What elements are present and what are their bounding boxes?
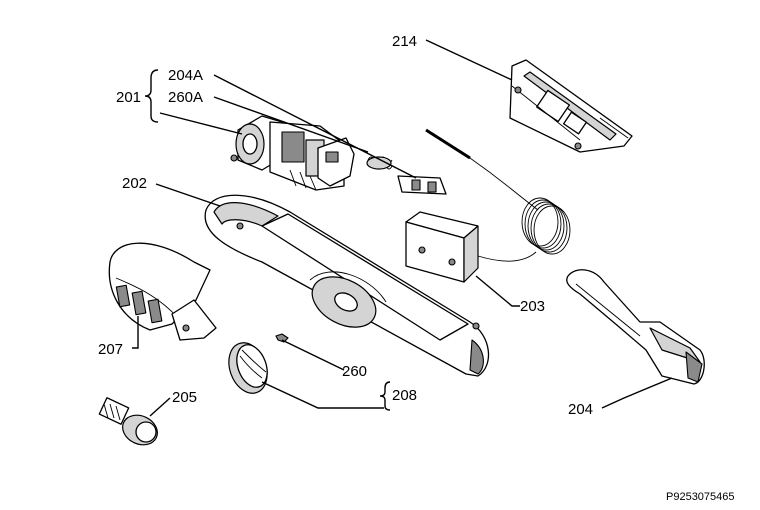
callout-labels: 214 204A 260A 201 202 203 207 260 208 20… <box>98 33 735 503</box>
part-214-mounting-plate <box>509 59 633 153</box>
label-202: 202 <box>122 175 147 192</box>
drawing-code: P9253075465 <box>666 491 735 503</box>
label-201: 201 <box>116 89 141 106</box>
label-260a: 260A <box>168 89 203 106</box>
part-260-clip <box>275 333 289 343</box>
part-201-switch-assembly <box>230 115 355 191</box>
capillary-coil <box>521 197 571 255</box>
part-203-thermostat <box>405 128 571 283</box>
part-205-lamp-bulb <box>98 397 158 446</box>
label-203: 203 <box>520 298 545 315</box>
label-204a: 204A <box>168 67 203 84</box>
part-260a-spring <box>366 156 393 170</box>
part-208-knob <box>228 342 268 394</box>
part-207-lamp-cover <box>108 242 217 341</box>
label-207: 207 <box>98 341 123 358</box>
label-208: 208 <box>392 387 417 404</box>
part-204-handle <box>566 269 705 385</box>
part-202-housing <box>204 194 490 377</box>
label-260: 260 <box>342 363 367 380</box>
leader-lines <box>132 39 673 417</box>
part-204a-slider <box>397 175 447 195</box>
label-204: 204 <box>568 401 593 418</box>
label-205: 205 <box>172 389 197 406</box>
label-214: 214 <box>392 33 417 50</box>
